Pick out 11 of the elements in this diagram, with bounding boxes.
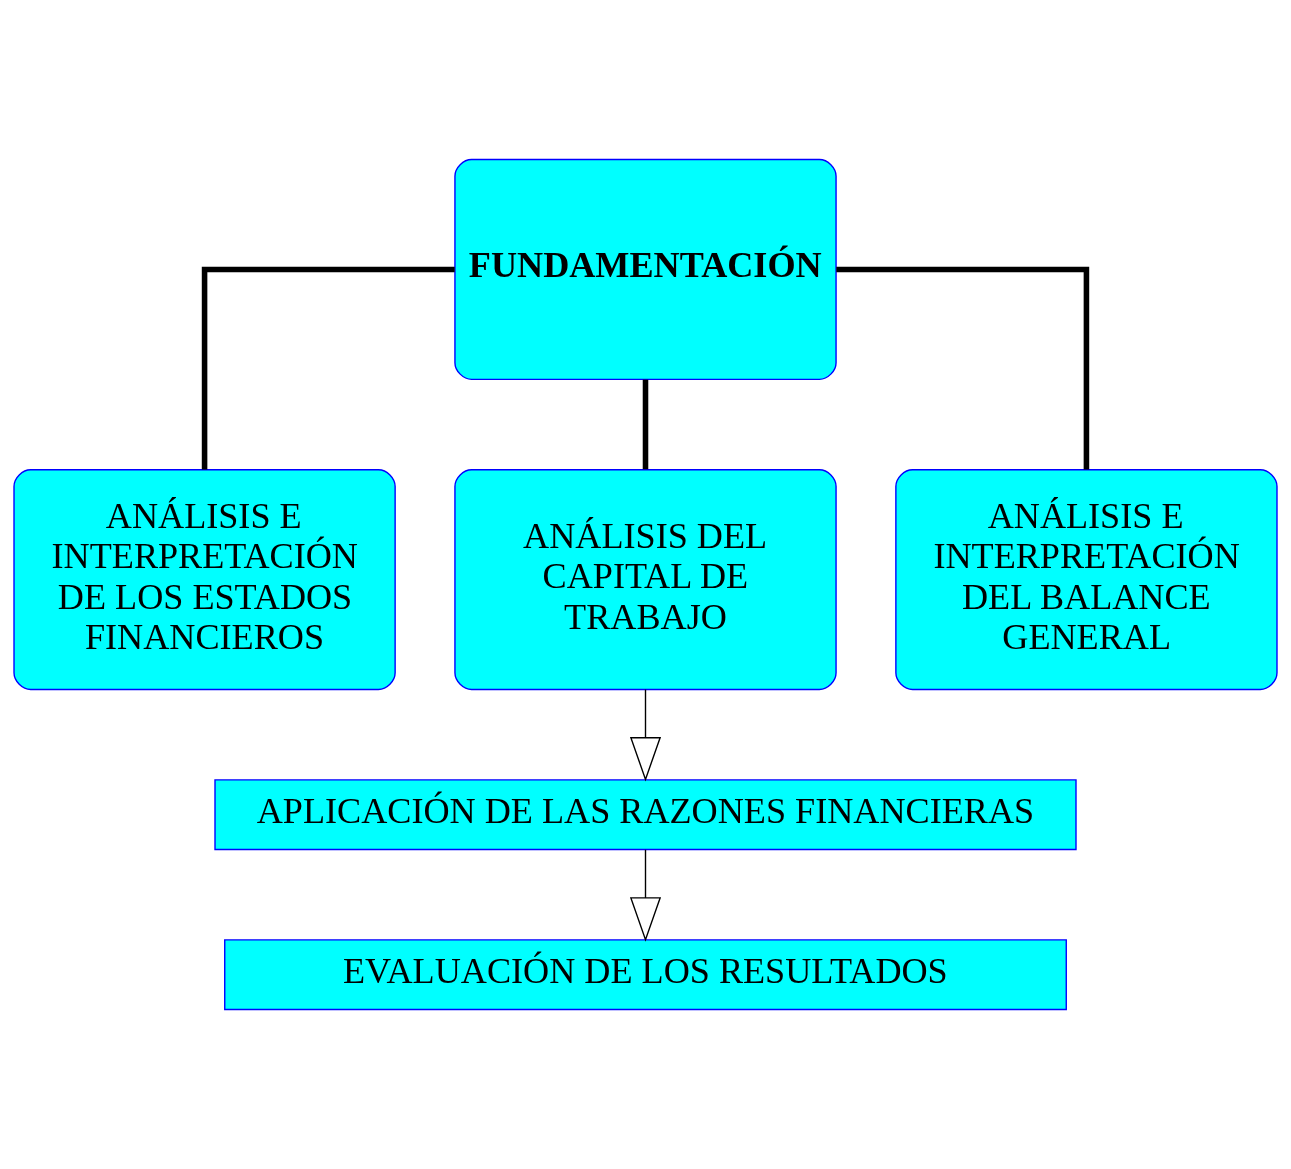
node-box: FUNDAMENTACIÓN <box>454 158 837 381</box>
arrow <box>629 688 662 782</box>
node-box: APLICACIÓN DE LAS RAZONES FINANCIERAS <box>214 779 1077 851</box>
node-box: ANÁLISIS E INTERPRETACIÓN DEL BALANCE GENERAL <box>895 469 1278 691</box>
connector <box>642 379 649 470</box>
connector <box>201 266 455 470</box>
node-box: ANÁLISIS DEL CAPITAL DE TRABAJO <box>454 469 837 691</box>
connector <box>836 266 1090 470</box>
node-box: ANÁLISIS E INTERPRETACIÓN DE LOS ESTADOS FINANCIEROS <box>13 469 396 691</box>
arrow <box>629 849 662 942</box>
node-box: EVALUACIÓN DE LOS RESULTADOS <box>224 939 1067 1011</box>
